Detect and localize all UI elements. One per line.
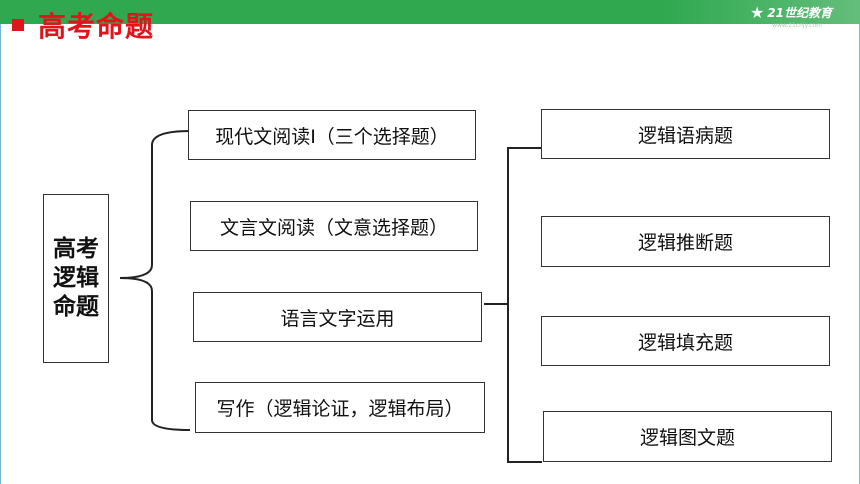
slide-title: 高考命题 <box>38 10 155 43</box>
brand-logo-url: www.21cnjy.com <box>772 22 822 29</box>
runner-logo-icon: ★ <box>749 2 765 22</box>
header-bar <box>0 0 860 24</box>
right-node-sentence-errors: 逻辑语病题 <box>541 109 830 159</box>
right-node-graphic-text: 逻辑图文题 <box>543 411 832 462</box>
left-node-language-use: 语言文字运用 <box>193 292 482 342</box>
slide-title-group: 高考命题 <box>12 8 155 43</box>
root-node-line: 逻辑 <box>53 265 99 291</box>
root-node-line: 命题 <box>53 294 99 320</box>
left-brace <box>119 130 191 431</box>
left-node-modern-reading: 现代文阅读Ⅰ（三个选择题） <box>188 110 476 160</box>
right-bracket <box>507 147 542 463</box>
brand-logo-text: 21世纪教育 <box>767 5 832 20</box>
root-node-line: 高考 <box>53 236 99 262</box>
left-node-writing: 写作（逻辑论证，逻辑布局） <box>195 382 485 433</box>
right-node-inference: 逻辑推断题 <box>541 216 830 267</box>
right-node-fill-in: 逻辑填充题 <box>541 316 830 366</box>
root-node: 高考 逻辑 命题 <box>43 194 109 363</box>
brand-logo: ★ 21世纪教育 <box>750 1 832 23</box>
left-node-classical-reading: 文言文阅读（文意选择题） <box>190 201 478 251</box>
header-bar-gradient <box>660 0 860 24</box>
bullet-square-icon <box>12 19 24 31</box>
